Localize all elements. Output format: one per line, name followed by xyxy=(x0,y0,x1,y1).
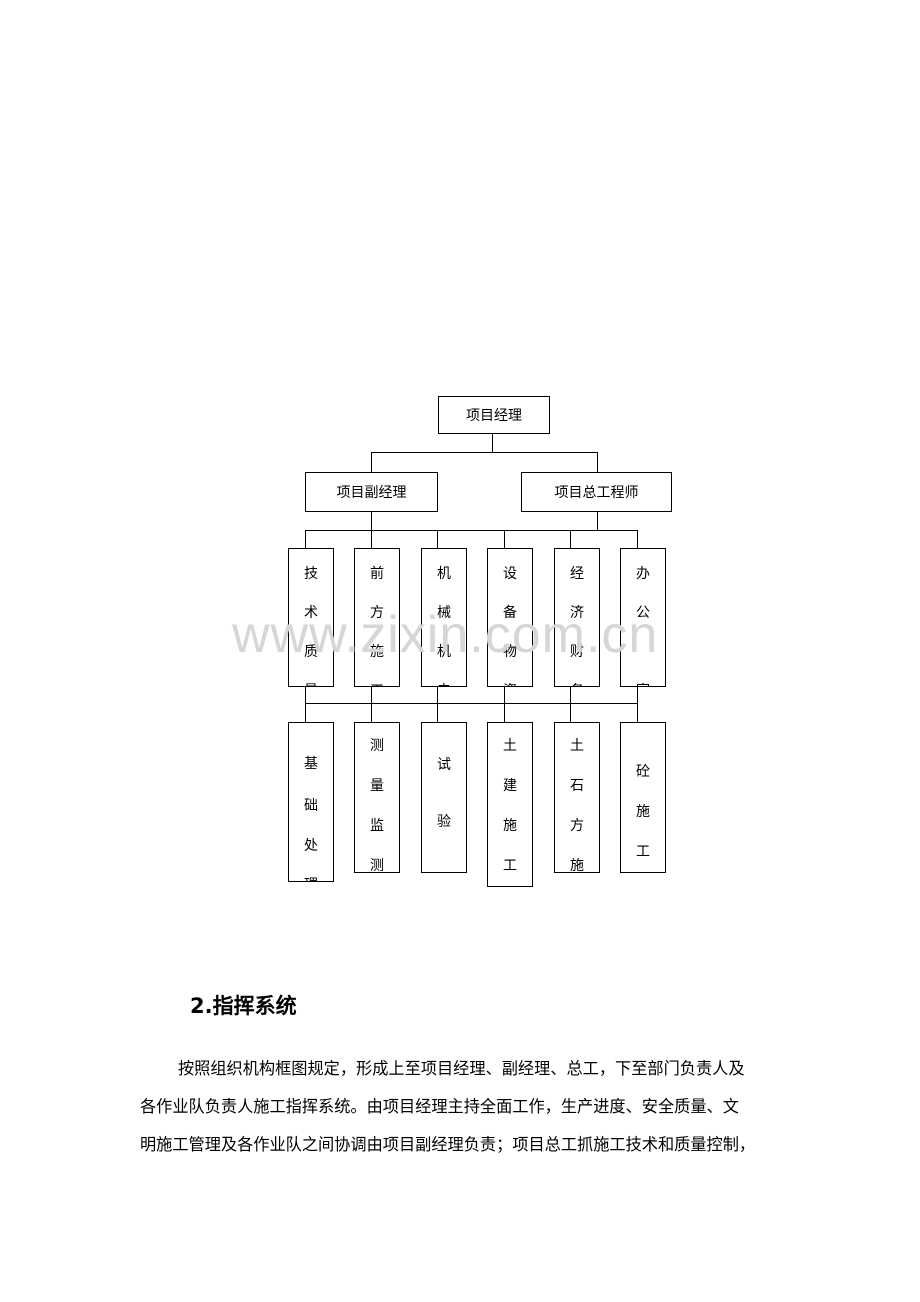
box-char: 电 xyxy=(422,680,466,686)
connector-line xyxy=(504,530,506,549)
connector-line xyxy=(437,686,439,723)
box-char: 施 xyxy=(370,644,384,660)
box-char: 理 xyxy=(289,874,333,881)
box-char: 机 xyxy=(437,566,451,582)
connector-line xyxy=(371,511,373,531)
box-team-earthwork: 土 石 方 施 xyxy=(554,722,600,873)
box-char: 室 xyxy=(621,680,665,686)
connector-line xyxy=(305,530,307,549)
box-project-manager: 项目经理 xyxy=(438,396,550,434)
connector-line xyxy=(371,530,373,549)
box-team-survey: 测 量 监 测 xyxy=(354,722,400,873)
box-dept-equipment-materials: 设 备 物 资 xyxy=(487,548,533,687)
paragraph-line: 各作业队负责人施工指挥系统。由项目经理主持全面工作，生产进度、安全质量、文 xyxy=(140,1097,739,1116)
section-heading: 2.指挥系统 xyxy=(190,994,297,1018)
connector-line xyxy=(437,530,439,549)
box-char: 测 xyxy=(370,738,384,754)
box-char: 械 xyxy=(437,605,451,621)
box-char: 济 xyxy=(570,605,584,621)
paragraph-line: 按照组织机构框图规定，形成上至项目经理、副经理、总工，下至部门负责人及 xyxy=(178,1059,745,1078)
box-char: 砼 xyxy=(636,764,650,780)
box-char: 机 xyxy=(437,644,451,660)
connector-line xyxy=(371,452,373,472)
box-char: 公 xyxy=(636,605,650,621)
box-dept-finance: 经 济 财 务 xyxy=(554,548,600,687)
box-team-civil: 土 建 施 工 xyxy=(487,722,533,887)
box-label: 项目副经理 xyxy=(336,485,407,501)
box-char: 方 xyxy=(570,818,584,834)
box-dept-tech-quality: 技 术 质 量 xyxy=(288,548,334,687)
connector-line xyxy=(371,452,598,454)
box-char: 础 xyxy=(304,798,318,814)
box-char: 处 xyxy=(304,838,318,854)
connector-line xyxy=(305,703,638,705)
watermark: www.zixin.com.cn xyxy=(232,606,659,664)
box-char: 资 xyxy=(488,680,532,686)
box-deputy-manager: 项目副经理 xyxy=(305,472,438,512)
connector-line xyxy=(305,530,638,532)
box-char: 量 xyxy=(370,778,384,794)
box-char: 监 xyxy=(370,818,384,834)
box-dept-office: 办 公 室 xyxy=(620,548,666,687)
connector-line xyxy=(637,530,639,549)
box-char: 施 xyxy=(570,858,584,873)
box-char: 设 xyxy=(503,566,517,582)
box-char: 试 xyxy=(437,757,451,773)
box-char: 工 xyxy=(355,680,399,686)
box-char: 土 xyxy=(570,738,584,754)
box-char: 石 xyxy=(570,778,584,794)
connector-line xyxy=(637,686,639,723)
connector-line xyxy=(570,686,572,723)
box-char: 土 xyxy=(503,738,517,754)
box-char: 物 xyxy=(503,644,517,660)
connector-line xyxy=(504,686,506,723)
box-char: 备 xyxy=(503,605,517,621)
connector-line xyxy=(597,452,599,472)
connector-line xyxy=(371,686,373,723)
box-char: 术 xyxy=(304,605,318,621)
box-char: 前 xyxy=(370,566,384,582)
box-team-foundation: 基 础 处 理 xyxy=(288,722,334,882)
box-char: 施 xyxy=(636,804,650,820)
box-char: 建 xyxy=(503,778,517,794)
connector-line xyxy=(492,433,494,453)
box-char: 办 xyxy=(636,566,650,582)
box-char: 量 xyxy=(289,680,333,686)
connector-line xyxy=(570,530,572,549)
box-team-testing: 试 验 xyxy=(421,722,467,873)
box-char: 工 xyxy=(503,858,517,874)
connector-line xyxy=(305,686,307,723)
box-char: 工 xyxy=(636,844,650,860)
box-team-concrete: 砼 施 工 xyxy=(620,722,666,873)
box-char: 基 xyxy=(304,756,318,772)
box-char: 验 xyxy=(437,814,451,830)
box-char: 务 xyxy=(555,680,599,686)
box-label: 项目经理 xyxy=(466,408,522,424)
box-char: 经 xyxy=(570,566,584,582)
box-char: 财 xyxy=(570,644,584,660)
box-char: 方 xyxy=(370,605,384,621)
box-dept-machinery: 机 械 机 电 xyxy=(421,548,467,687)
org-chart: 项目经理 项目副经理 项目总工程师 技 术 质 量 前 方 施 工 机 械 机 … xyxy=(232,396,672,887)
connector-line xyxy=(597,511,599,531)
box-char: 测 xyxy=(370,858,384,873)
box-label: 项目总工程师 xyxy=(554,485,639,501)
paragraph-line: 明施工管理及各作业队之间协调由项目副经理负责；项目总工抓施工技术和质量控制， xyxy=(140,1135,756,1154)
box-dept-front-construction: 前 方 施 工 xyxy=(354,548,400,687)
box-char: 技 xyxy=(304,566,318,582)
box-char: 施 xyxy=(503,818,517,834)
box-char: 质 xyxy=(304,644,318,660)
section-paragraph: 按照组织机构框图规定，形成上至项目经理、副经理、总工，下至部门负责人及 各作业队… xyxy=(140,1050,822,1164)
box-chief-engineer: 项目总工程师 xyxy=(521,472,672,512)
